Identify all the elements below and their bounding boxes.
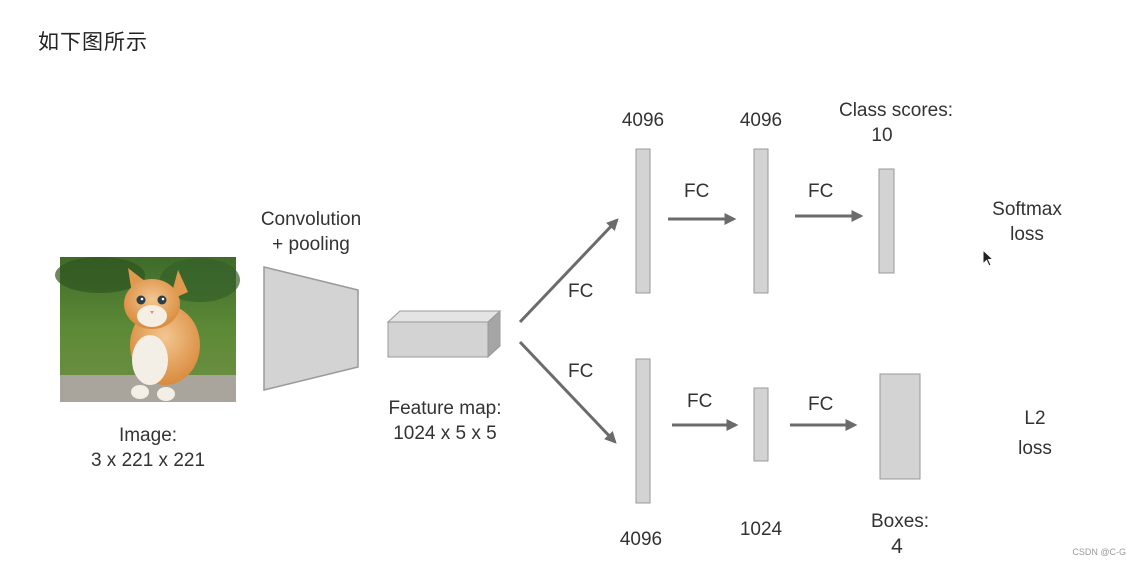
fc-label-branch-bottom: FC	[568, 361, 594, 382]
image-label: Image: 3 x 221 x 221	[70, 423, 226, 473]
softmax-line1: Softmax	[992, 199, 1062, 220]
boxes-title: Boxes:	[870, 511, 930, 532]
conv-line1: Convolution	[260, 209, 362, 230]
top-fc-layer-2	[753, 148, 769, 294]
fc-label-top-2: FC	[808, 181, 834, 202]
class-scores-count: 10	[871, 125, 893, 146]
boxes-label: Boxes: 4	[850, 509, 950, 559]
fc-label-bottom-1: FC	[687, 391, 713, 412]
feature-dims: 1024 x 5 x 5	[393, 423, 497, 444]
class-scores-layer	[878, 168, 895, 274]
feature-map-label: Feature map: 1024 x 5 x 5	[370, 396, 520, 446]
top-fc-size-2: 4096	[739, 110, 783, 131]
l2-line1: L2	[1024, 408, 1046, 429]
page-heading: 如下图所示	[38, 30, 148, 54]
top-fc-layer-1	[635, 148, 651, 294]
mouse-cursor-icon	[982, 249, 995, 267]
softmax-loss-label: Softmax loss	[975, 197, 1079, 247]
branch-arrow-top	[518, 218, 619, 324]
bottom-fc-size-1: 4096	[619, 529, 663, 550]
bottom-fc-size-2: 1024	[739, 519, 783, 540]
conv-line2: + pooling	[272, 234, 350, 255]
branch-arrow-bottom	[518, 340, 617, 444]
bottom-fc-layer-1	[635, 358, 651, 504]
l2-loss-label: L2 loss	[990, 404, 1080, 464]
fc-label-bottom-2: FC	[808, 394, 834, 415]
class-scores-title: Class scores:	[838, 100, 954, 121]
l2-line2: loss	[1018, 438, 1052, 459]
softmax-line2: loss	[1010, 224, 1044, 245]
bottom-fc-layer-2	[753, 387, 769, 462]
boxes-layer	[879, 373, 921, 480]
feature-map-block	[386, 309, 502, 359]
watermark: CSDN @C-G	[1072, 547, 1126, 557]
top-fc-size-1: 4096	[621, 110, 665, 131]
kitten-image	[55, 257, 240, 402]
conv-label: Convolution + pooling	[246, 207, 376, 257]
fc-label-branch-top: FC	[568, 281, 594, 302]
feature-title: Feature map:	[388, 398, 502, 419]
image-dims: 3 x 221 x 221	[90, 450, 206, 471]
fc-label-top-1: FC	[684, 181, 710, 202]
conv-pooling-block	[263, 266, 359, 391]
image-title: Image:	[118, 425, 178, 446]
class-scores-label: Class scores: 10	[818, 98, 974, 148]
boxes-count: 4	[891, 535, 903, 558]
